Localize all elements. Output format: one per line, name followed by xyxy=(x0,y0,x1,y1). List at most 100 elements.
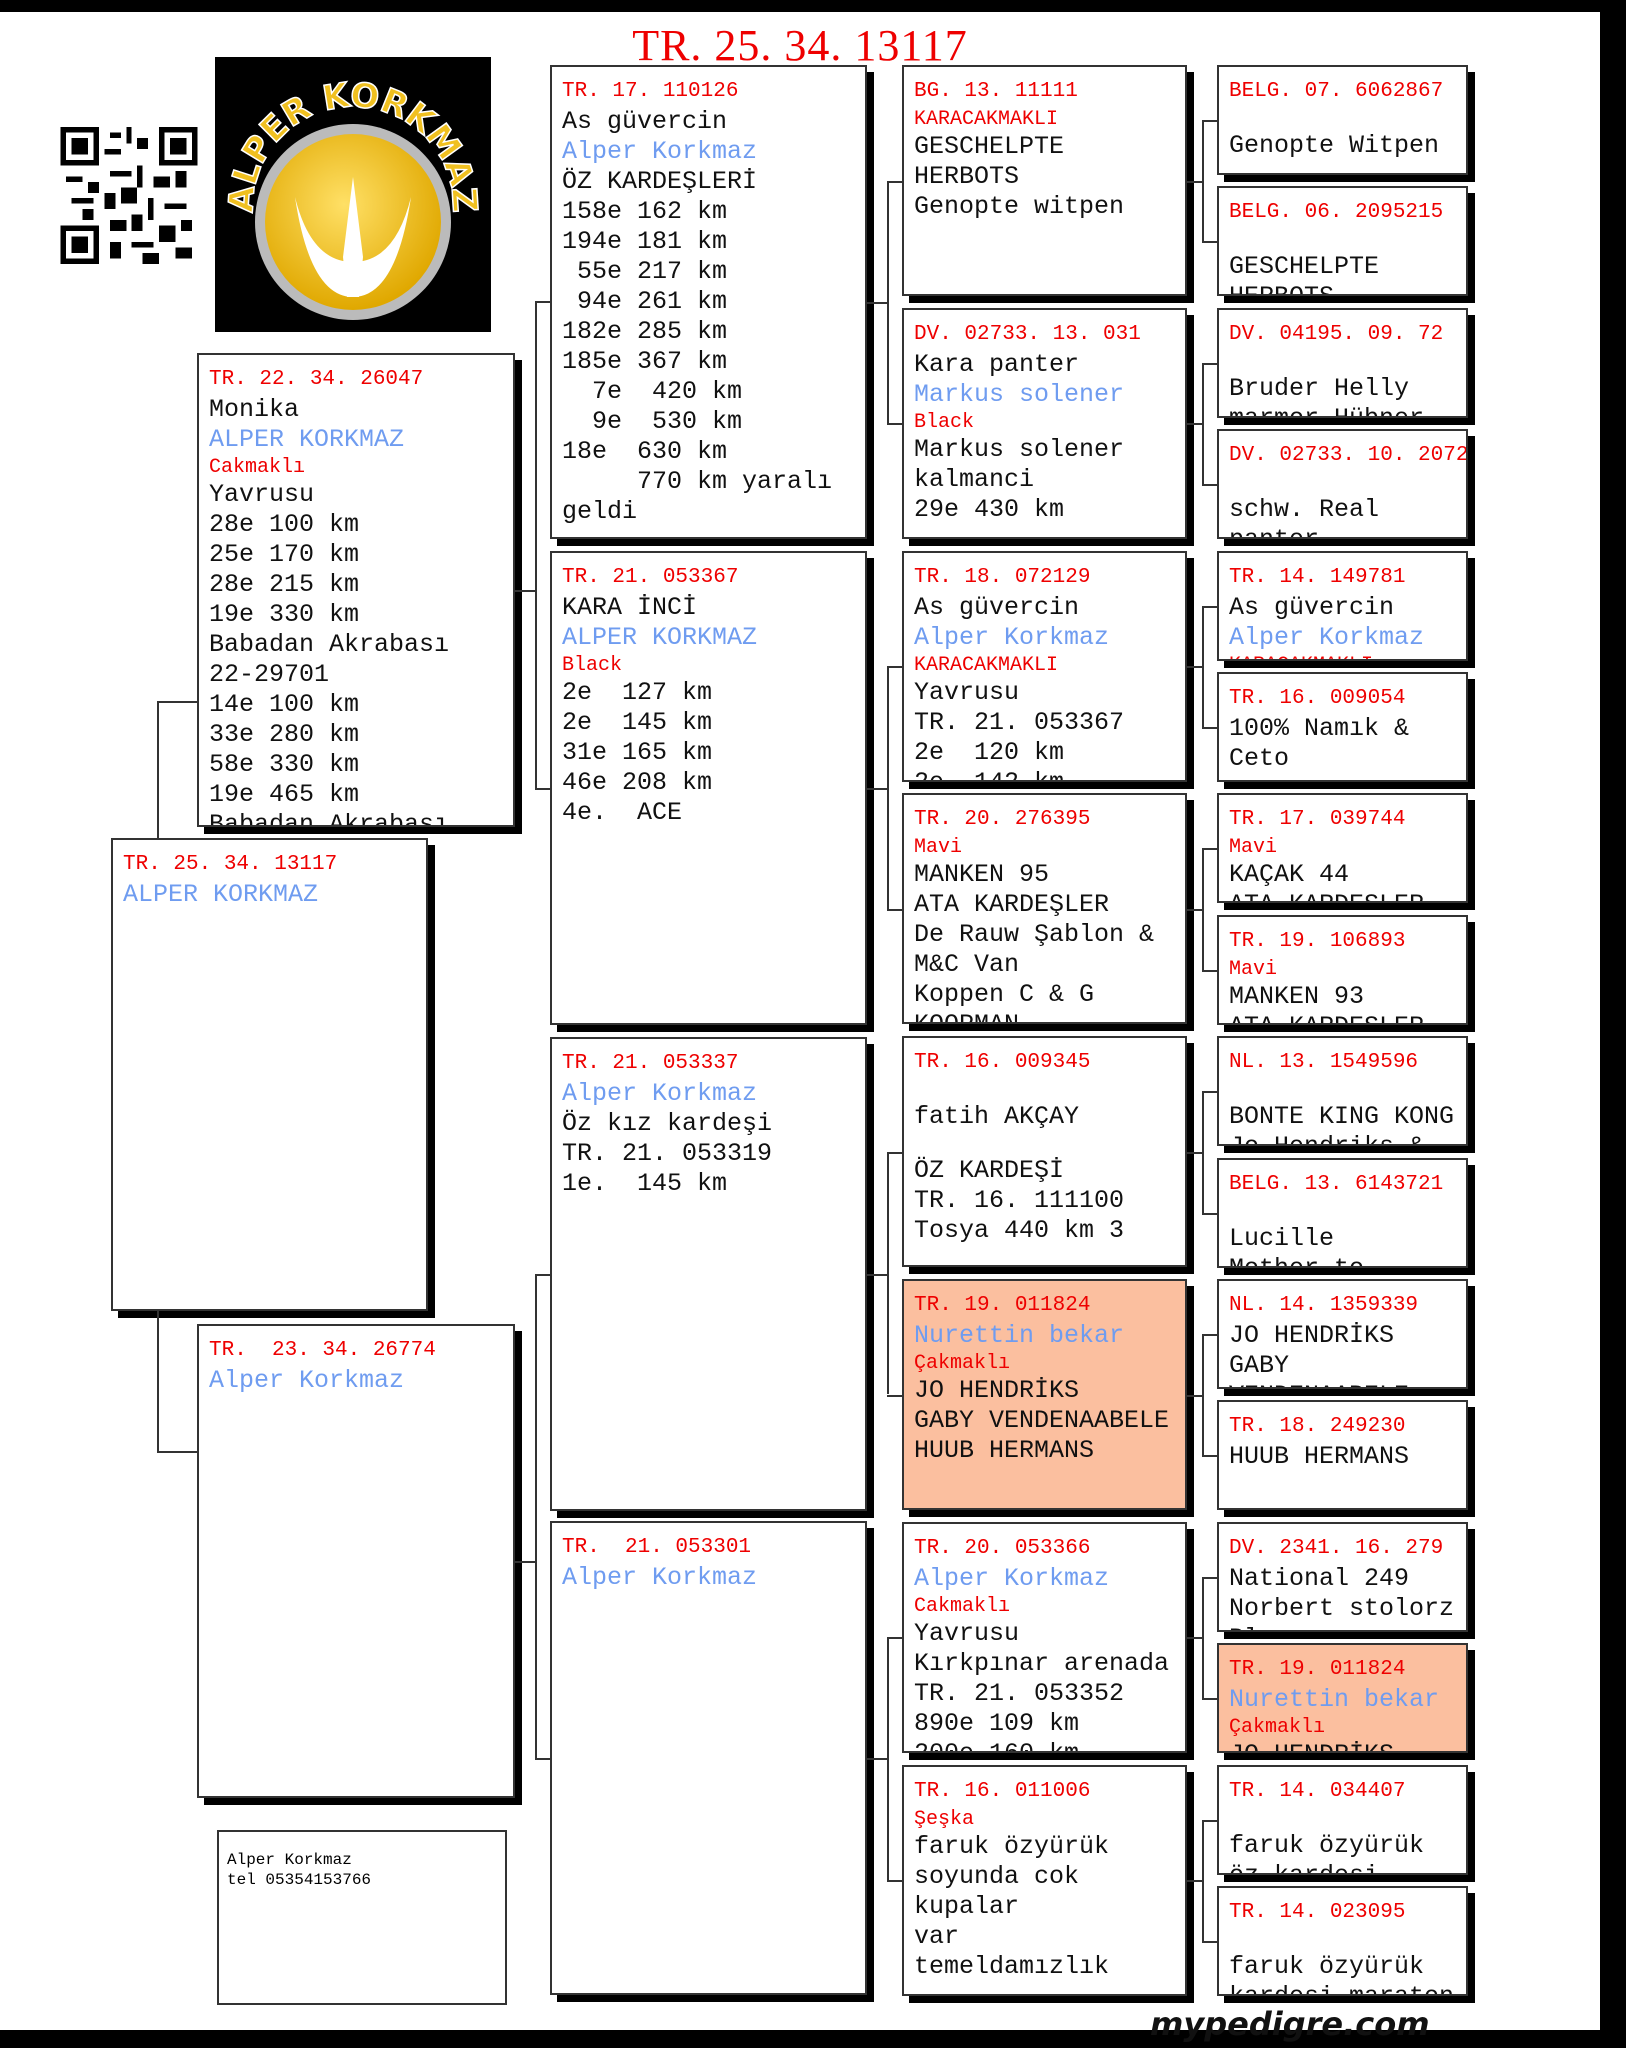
ring-number: TR. 18. 072129 xyxy=(914,565,1091,589)
pedigree-line: 29e 430 km xyxy=(914,494,1065,524)
pedigree-line: Markus solener xyxy=(914,434,1125,464)
connector-line xyxy=(887,1151,889,1395)
pedigree-line xyxy=(1229,228,1466,252)
connector-line xyxy=(535,788,550,790)
gen4-box[interactable]: BELG. 13. 6143721LucilleMother to xyxy=(1217,1157,1468,1268)
pedigree-line: fatih AKÇAY xyxy=(914,1102,1080,1132)
gen4-box[interactable]: BELG. 06. 2095215GESCHELPTEHERBOTS xyxy=(1217,186,1468,297)
pedigree-line: ALPER KORKMAZ xyxy=(562,623,758,652)
pedigree-line: schw. Real xyxy=(1229,495,1380,525)
pedigree-line: HUUB HERMANS xyxy=(914,1436,1095,1465)
connector-line xyxy=(1202,362,1217,365)
connector-line xyxy=(1187,423,1202,426)
pedigree-line: Alper Korkmaz xyxy=(1229,622,1425,652)
connector-line xyxy=(887,180,902,183)
pedigree-line: GABY VENDENAABELE xyxy=(914,1406,1170,1435)
pedigree-line: ATA KARDEŞLER xyxy=(1229,890,1466,901)
pedigree-line: As güvercin xyxy=(562,107,728,136)
ring-number: TR. 21. 053301 xyxy=(562,1536,752,1559)
pedigree-line: Yavrusu xyxy=(209,480,315,509)
contact-phone: tel 05354153766 xyxy=(227,1871,372,1889)
ring-number: BG. 13. 11111 xyxy=(914,80,1078,103)
pedigree-line: MANKEN 95 xyxy=(914,860,1050,890)
ring-number: TR. 20. 053366 xyxy=(914,1536,1091,1560)
pedigree-line: KARA İNCİ xyxy=(562,593,698,622)
connector-line xyxy=(1202,1455,1217,1458)
pedigree-line xyxy=(1229,1200,1466,1224)
pedigree-line: Alper Korkmaz xyxy=(209,1366,405,1395)
pedigree-line: TR. 21. 053319 xyxy=(562,1139,773,1168)
connector-line xyxy=(535,1758,550,1760)
connector-line xyxy=(1202,1091,1217,1094)
pedigree-line: 2e 145 km xyxy=(562,708,713,737)
connector-line xyxy=(887,1151,902,1154)
pedigree-line: Mavi xyxy=(1229,836,1278,860)
pedigree-line: KAÇAK 44 xyxy=(1229,860,1350,890)
top-border xyxy=(0,0,1626,12)
pedigree-line: ATA KARDEŞLER xyxy=(914,890,1110,920)
connector-line xyxy=(867,302,887,304)
connector-line xyxy=(887,180,889,424)
ring-number: TR. 16. 009345 xyxy=(914,1051,1091,1075)
pedigree-line: Cakmaklı xyxy=(209,456,306,479)
ring-number: TR. 19. 106893 xyxy=(1229,929,1406,953)
pedigree-line: MANKEN 93 xyxy=(1229,981,1365,1011)
connector-line xyxy=(535,1274,550,1276)
pedigree-line: Ceto xyxy=(1229,744,1290,773)
ring-number: BELG. 07. 6062867 xyxy=(1229,80,1444,103)
connector-line xyxy=(535,1274,537,1758)
pedigree-line: 33e 280 km xyxy=(209,720,360,749)
pedigree-line: kalmanci xyxy=(914,464,1035,494)
connector-line xyxy=(1202,1334,1204,1456)
connector-line xyxy=(1202,1819,1204,1941)
pedigree-line: ALPER KORKMAZ xyxy=(123,880,319,909)
connector-line xyxy=(1202,727,1217,729)
connector-line xyxy=(535,301,550,303)
pedigree-line: GESCHELPTE xyxy=(1229,252,1380,282)
pedigree-line: JO HENDRİKS xyxy=(1229,1740,1466,1751)
ring-number: TR. 17. 110126 xyxy=(562,80,739,103)
connector-line xyxy=(1187,1637,1202,1640)
pedigree-line: geldi xyxy=(562,497,638,526)
pedigree-line: 2e 142 km xyxy=(914,768,1185,780)
connector-line xyxy=(867,1758,887,1760)
connector-line xyxy=(1202,120,1204,242)
pedigree-line: 9e 530 km xyxy=(562,407,743,436)
pedigree-line: Bruder Helly xyxy=(1229,373,1410,403)
pedigree-line xyxy=(1229,350,1466,374)
footer-brand[interactable]: mypedigre.com xyxy=(1150,2005,1430,2043)
connector-line xyxy=(887,666,889,909)
pedigree-line xyxy=(1229,1078,1466,1102)
pedigree-line: 55e 217 km xyxy=(562,257,728,286)
